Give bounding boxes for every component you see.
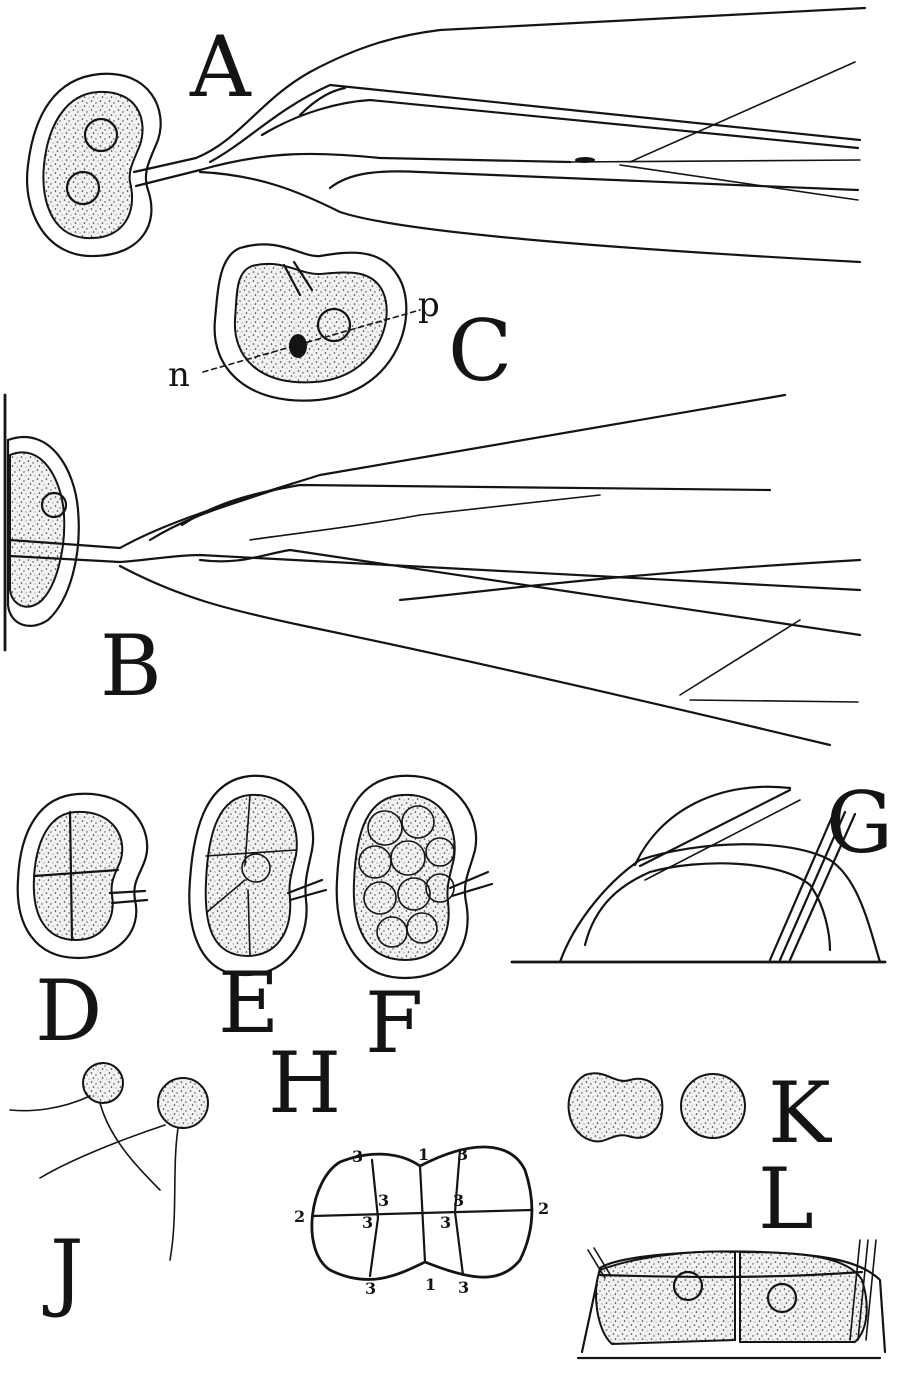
h-num-4: 2 [294,1207,305,1226]
h-num-3: 3 [457,1145,468,1164]
h-num-6: 3 [362,1213,373,1232]
label-j: J [42,1222,84,1320]
h-num-8: 3 [440,1213,451,1232]
label-b: B [100,617,162,715]
figure-j: J [10,1063,208,1320]
figure-b: B [5,395,860,745]
h-num-10: 3 [365,1279,376,1298]
label-l: L [758,1150,814,1248]
label-h: H [268,1034,341,1132]
label-k: K [768,1064,833,1162]
figure-h: 1 3 3 2 3 3 3 3 2 3 1 3 H [268,1034,549,1298]
figure-c: n p C [168,244,512,400]
h-num-11: 1 [425,1275,436,1294]
label-c: C [448,302,512,400]
figure-g: G [512,774,893,962]
callout-n: n [168,355,190,395]
h-num-12: 3 [458,1278,469,1297]
figure-l: L [578,1150,885,1358]
label-a: A [189,18,252,116]
label-g: G [826,774,893,872]
label-d: D [35,962,102,1060]
figure-d: D [18,794,147,1060]
label-f: F [365,974,423,1072]
h-num-5: 3 [378,1191,389,1210]
callout-p: p [418,285,440,325]
h-num-7: 3 [453,1191,464,1210]
figure-k: K [569,1064,833,1162]
figure-a: A [27,8,865,262]
figure-e: E [189,776,326,1052]
h-num-9: 2 [538,1199,549,1218]
figure-f: F [337,776,492,1072]
h-num-2: 3 [352,1147,363,1166]
h-num-1: 1 [418,1145,429,1164]
